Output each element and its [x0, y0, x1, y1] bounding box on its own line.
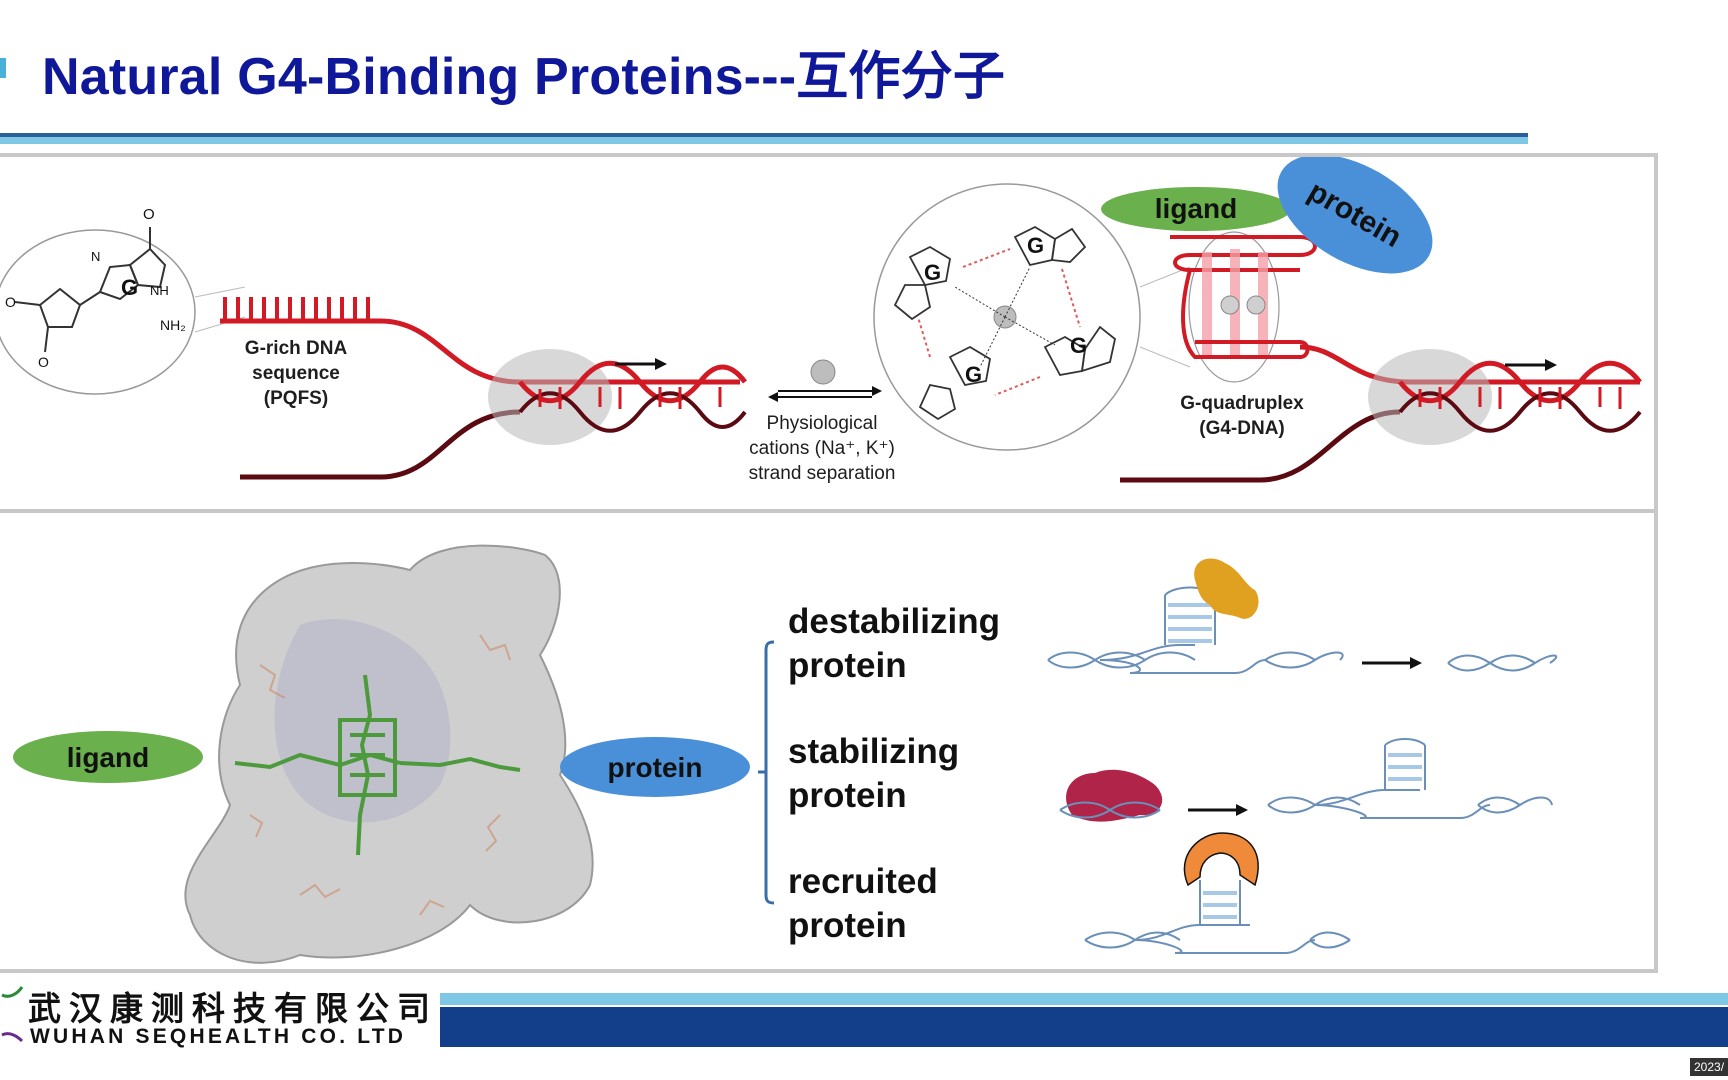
- title-rule: [0, 133, 1528, 137]
- g4-label-line1: G-quadruplex: [1180, 393, 1304, 414]
- recruited-illustration: [1084, 832, 1351, 954]
- amine-h-label: NH: [150, 283, 169, 298]
- ligand-label-bottom: ligand: [67, 742, 149, 773]
- protein-badge-top: protein: [1277, 157, 1433, 274]
- company-logo-icon: [1, 986, 24, 1043]
- g4-formation-diagram: G O NH₂ NH O O N G-rich DNA sequen: [0, 157, 1642, 484]
- protein-label-bottom: protein: [608, 752, 703, 783]
- quartet-base-3: G: [1070, 333, 1087, 358]
- protein-type-bracket: [764, 640, 775, 905]
- grich-label-line2: sequence: [252, 363, 340, 384]
- cation-label-line3: strand separation: [749, 463, 896, 484]
- ligand-label-top: ligand: [1155, 193, 1237, 224]
- protein-interaction-diagram: ligand protein: [13, 544, 1558, 964]
- destabilizing-illustration: [1047, 558, 1558, 674]
- quartet-base-4: G: [965, 362, 982, 387]
- title-rule-accent: [0, 137, 1528, 144]
- grich-label-line3: (PQFS): [264, 388, 328, 409]
- ligand-badge-bottom: ligand: [13, 731, 203, 783]
- recruited-protein-label: recruited protein: [788, 862, 938, 945]
- amine-label: NH₂: [160, 317, 186, 333]
- nucleotide-structure: G O NH₂ NH O O N: [0, 206, 246, 395]
- stabilizing-illustration: [1059, 738, 1553, 822]
- protein-badge-bottom: protein: [560, 737, 750, 797]
- grich-label-line1: G-rich DNA: [245, 338, 348, 359]
- g-quadruplex-structure: [1120, 231, 1642, 483]
- sugar-oxygen-label: O: [5, 294, 16, 310]
- ligand-badge-top: ligand: [1101, 187, 1291, 231]
- title-marker: [0, 58, 6, 78]
- nitrogen-label: N: [91, 249, 100, 264]
- footer-band: [440, 1007, 1728, 1047]
- destabilizing-protein-label: destabilizing protein: [788, 602, 1000, 685]
- quartet-base-1: G: [1027, 233, 1044, 258]
- cation-label-line1: Physiological: [767, 413, 878, 434]
- grich-dna-strand: [220, 297, 747, 480]
- cation-equilibrium: [768, 359, 882, 402]
- slide-title: Natural G4-Binding Proteins---互作分子: [42, 48, 1006, 106]
- figure-frame: [0, 153, 1658, 973]
- nucleotide-base-label: G: [121, 275, 138, 300]
- protein-surface-model: [184, 544, 594, 964]
- footer-band-accent: [440, 993, 1728, 1005]
- oxygen-label: O: [143, 206, 155, 223]
- cation-label-line2: cations (Na⁺, K⁺): [749, 438, 895, 459]
- timestamp-overlay: 2023/: [1690, 1058, 1728, 1076]
- g4-label-line2: (G4-DNA): [1199, 418, 1285, 439]
- quartet-base-2: G: [924, 260, 941, 285]
- sugar-oxygen-label-2: O: [38, 354, 49, 370]
- company-name-cn: 武汉康测科技有限公司: [28, 990, 438, 1027]
- panel-divider: [0, 509, 1656, 513]
- stabilizing-protein-label: stabilizing protein: [788, 732, 960, 815]
- g-quartet-structure: G G G G: [873, 183, 1191, 451]
- company-name-en: WUHAN SEQHEALTH CO. LTD: [30, 1025, 407, 1048]
